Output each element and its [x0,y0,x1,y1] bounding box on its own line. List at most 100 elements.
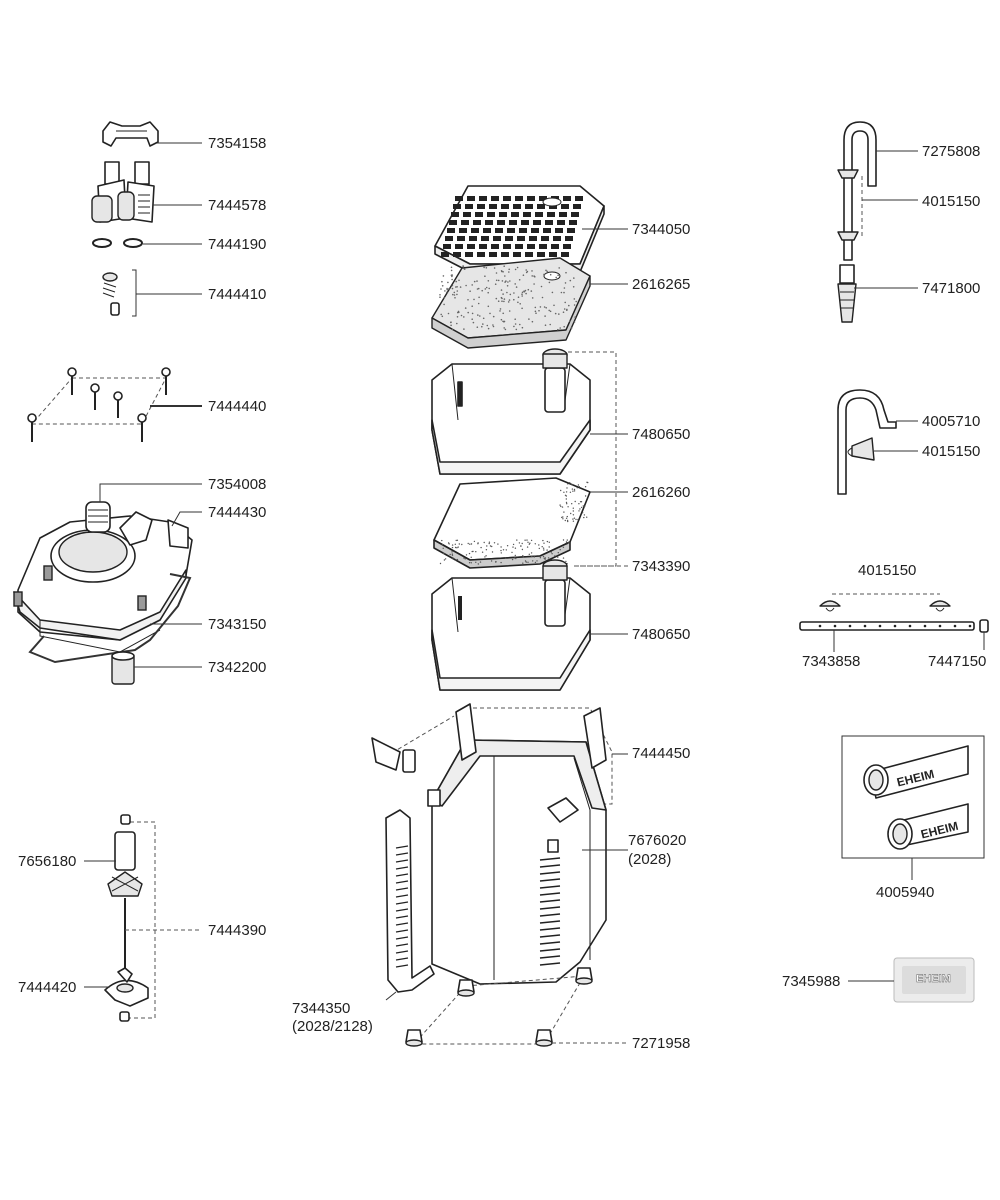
foam-texture-dot [501,270,503,273]
foam-texture-dot [463,328,465,330]
foam-texture-dot [517,296,520,299]
pad-texture-dot [532,560,534,562]
grid-hole [507,228,515,233]
label-4005940: 4005940 [876,884,934,901]
pad-texture-dot [449,553,451,556]
pad-texture-dot [572,520,575,522]
pad-texture-dot [512,546,514,548]
foam-texture-dot [445,291,448,294]
pad-texture-dot [557,556,559,558]
pad-texture-dot [548,546,550,548]
foam-texture-dot [573,298,576,300]
foam-texture-dot [451,275,453,278]
foam-texture-dot [521,326,524,329]
foam-texture-dot [509,280,511,282]
grid-hole [447,228,455,233]
grid-hole [525,204,533,209]
foam-texture-dot [441,280,443,283]
grid-hole [467,244,475,249]
foam-texture-dot [560,291,563,294]
hose-box [841,735,985,859]
foam-texture-dot [453,291,456,294]
pad-texture-dot [485,549,488,551]
grid-hole [535,212,543,217]
foam-texture-dot [574,316,576,318]
grid-hole [505,236,513,241]
pad-texture-dot [572,490,574,492]
handle-rib [395,866,409,870]
foam-texture-dot [513,325,515,328]
clip-part [102,121,159,147]
pad-texture-dot [454,543,456,545]
pad-texture-dot [536,560,538,562]
foam-texture-dot [447,312,450,315]
foam-texture-dot [525,271,528,274]
pad-texture-dot [551,553,553,555]
foam-texture-dot [563,287,566,289]
pad-texture-dot [573,490,576,492]
foam-texture-dot [463,268,466,271]
pad-texture-dot [547,557,550,559]
pump-head-part [13,511,193,653]
grid-hole [499,212,507,217]
foam-texture-dot [519,303,521,305]
pad-texture-dot [530,552,533,554]
foam-texture-dot [558,267,560,269]
foam-texture-dot [506,291,508,294]
pad-texture-dot [500,552,502,554]
pad-texture-dot [546,549,548,551]
foam-texture-dot [504,275,506,277]
foam-texture-dot [456,316,459,318]
foam-texture-dot [545,269,547,272]
foam-texture-dot [564,301,566,304]
pad-texture-dot [565,560,567,563]
foam-texture-dot [514,283,516,285]
pad-texture-dot [544,557,546,559]
grid-hole [461,220,469,225]
pad-texture-dot [488,541,491,543]
label-4005710: 4005710 [922,413,980,430]
carry-handle-part [385,809,435,993]
foam-texture-dot [568,304,570,307]
grid-hole [465,252,473,257]
pad-texture-dot [491,551,494,553]
pad-texture-dot [518,542,521,544]
grid-hole [503,196,511,201]
grid-hole [569,220,577,225]
grid-hole [467,196,475,201]
pad-texture-dot [565,498,567,500]
foam-texture-dot [462,267,465,270]
canister-rib [539,906,561,910]
label-7444578: 7444578 [208,197,266,214]
grid-hole [539,244,547,249]
foam-texture-dot [569,279,572,282]
pad-texture-dot [484,556,486,558]
grid-hole [509,220,517,225]
foam-texture-dot [484,288,487,290]
canister-rib [539,941,561,945]
foam-texture-dot [443,297,445,299]
grid-hole [483,228,491,233]
pad-texture-dot [527,541,529,543]
pad-texture-dot [461,543,463,546]
canister-rib [539,864,561,868]
foam-texture-dot [545,307,547,309]
foam-texture-dot [477,314,479,316]
grid-hole [561,252,569,257]
pad-texture-dot [572,518,574,520]
pad-texture-dot [514,557,516,559]
foam-texture-dot [485,286,488,289]
label-2616260: 2616260 [632,484,690,501]
pad-texture-dot [563,491,565,493]
foam-texture-dot [478,296,480,299]
pad-texture-dot [530,539,533,542]
label-7275808: 7275808 [922,143,980,160]
grid-hole [493,236,501,241]
foam-texture-dot [559,327,561,329]
pad-texture-dot [456,558,459,561]
pad-texture-dot [526,546,529,548]
pad-texture-dot [557,552,559,554]
foam-texture-dot [538,309,540,312]
pad-texture-dot [522,556,525,558]
pad-texture-dot [511,551,513,554]
